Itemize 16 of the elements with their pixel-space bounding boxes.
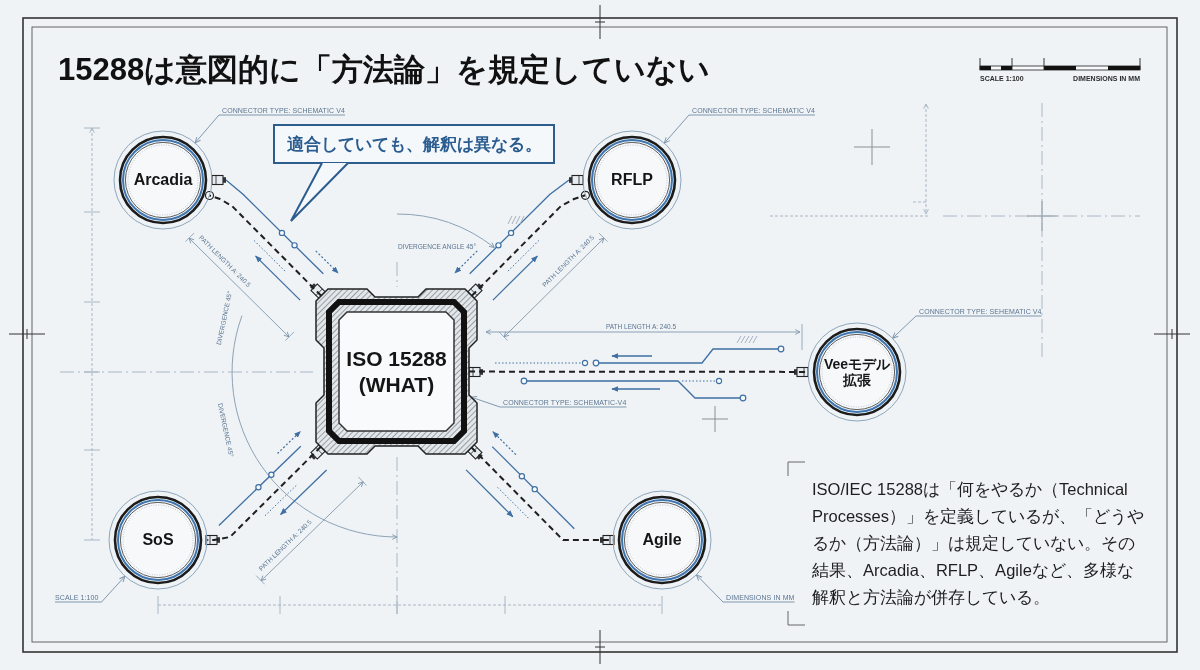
leader-line: [470, 396, 627, 408]
leader-line: [695, 574, 795, 603]
chip-box: ISO 15288 (WHAT): [315, 288, 478, 455]
leader-line: [892, 315, 1043, 339]
description-text: ISO/IEC 15288は「何をやるか（Technical Processes）」を定義しているが、「どうやるか（方法論）」は規定していない。その結果、Arcadia、RFLP、Agileなど、多様な解釈と方法論が併存している。: [812, 479, 1146, 608]
dashed-connector: [208, 194, 323, 297]
circle-node: Veeモデル拡張: [807, 322, 907, 422]
leader-line: [54, 575, 126, 603]
circle-node: Arcadia: [113, 130, 213, 230]
circle-node: SoS: [108, 490, 208, 590]
title: 15288は意図的に「方法論」を規定していない: [58, 51, 711, 89]
leader-line: [663, 114, 816, 144]
leader-line: [194, 114, 346, 144]
circle-node: Agile: [612, 490, 712, 590]
circle-node: RFLP: [582, 130, 682, 230]
dashed-connector: [470, 194, 587, 297]
